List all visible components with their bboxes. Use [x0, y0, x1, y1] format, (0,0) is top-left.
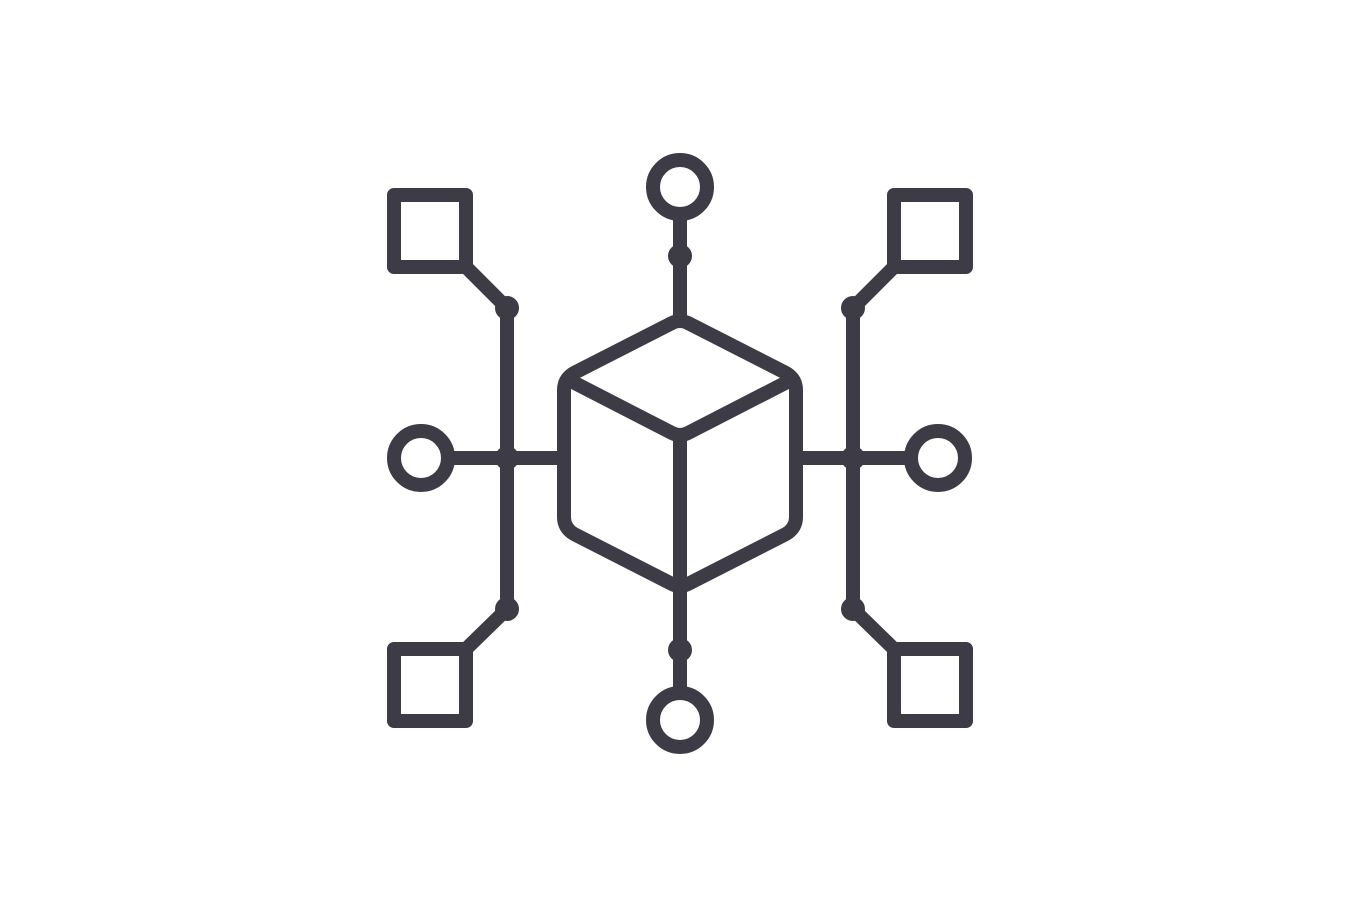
left-top-diagonal-line — [461, 262, 512, 313]
bottom-junction-dot-icon — [668, 638, 692, 662]
top-junction-dot-icon — [668, 244, 692, 268]
top-right-node-square-icon — [887, 188, 973, 274]
cube-top-edge-icon — [563, 372, 797, 442]
bottom-left-node-square-icon — [387, 642, 473, 728]
bottom-node-circle-icon — [646, 686, 714, 754]
right-top-diagonal-line — [848, 262, 899, 313]
left-bottom-diagonal-line — [461, 603, 512, 655]
bottom-right-node-square-icon — [887, 642, 973, 728]
cube-icon — [557, 314, 803, 593]
top-left-node-square-icon — [387, 188, 473, 274]
right-middle-junction-dot-icon — [841, 446, 865, 470]
left-node-circle-icon — [387, 424, 455, 492]
top-node-circle-icon — [646, 153, 714, 221]
right-node-circle-icon — [904, 424, 972, 492]
left-middle-junction-dot-icon — [495, 446, 519, 470]
right-bottom-diagonal-line — [848, 603, 899, 655]
